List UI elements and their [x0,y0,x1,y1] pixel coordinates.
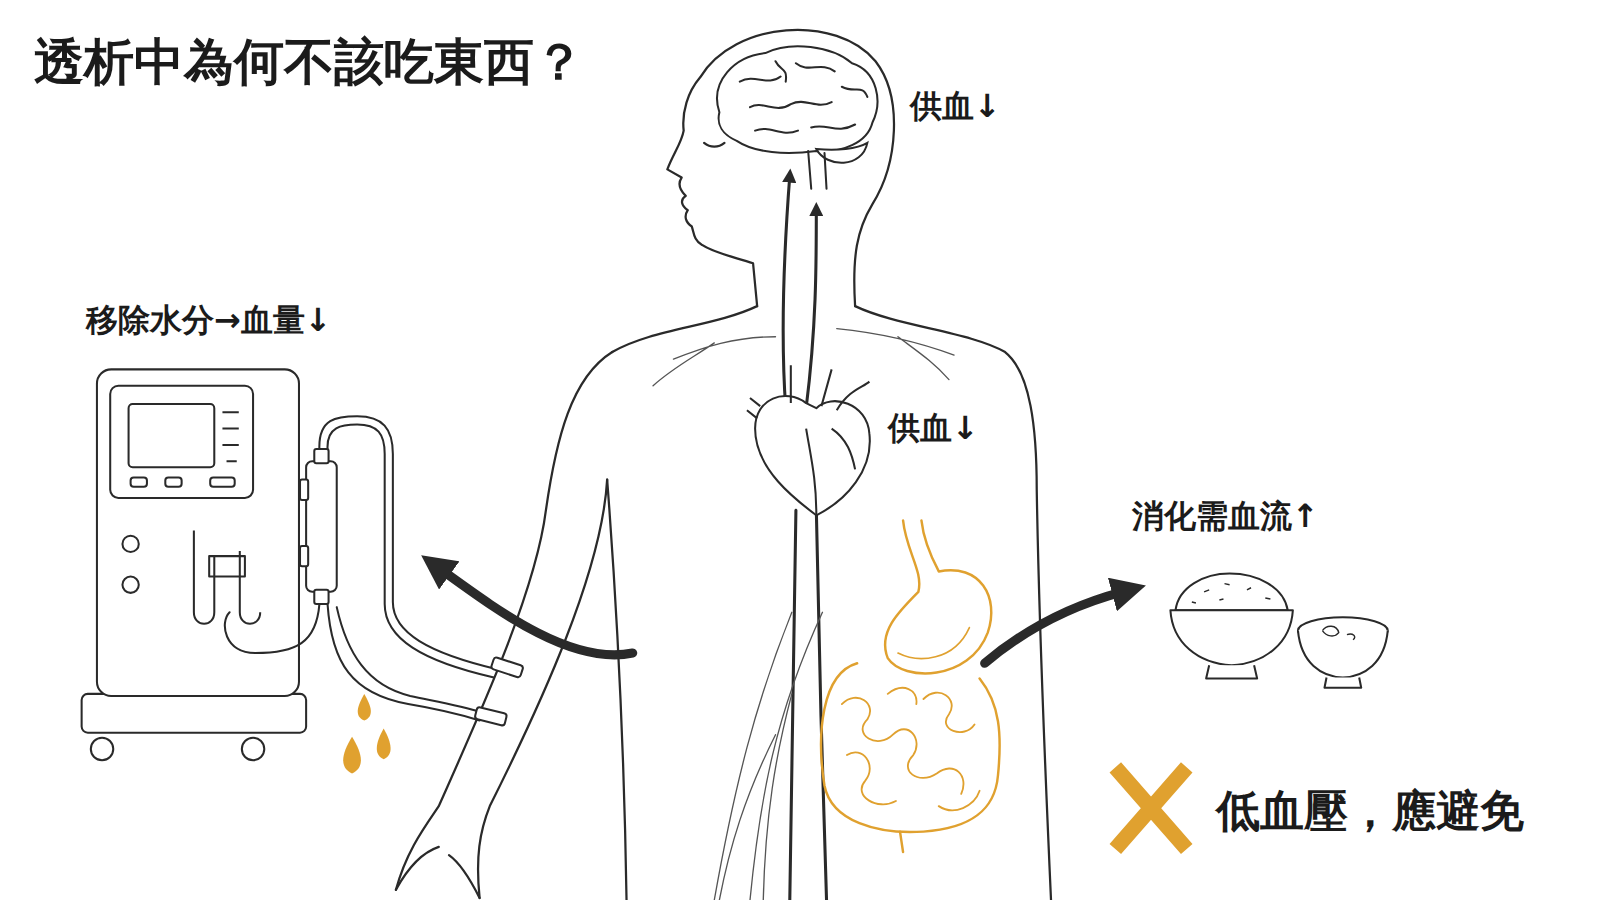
closed-eye [704,143,724,147]
stomach-inner [898,628,969,659]
brain-folds [740,61,868,133]
rice-bowl [1170,610,1292,665]
cross-mark [1115,767,1186,849]
needle-connector [491,657,524,678]
aorta [790,510,796,900]
water-drops [343,694,390,774]
water-removal-label: 移除水分→血量↓ [86,302,332,339]
food-bowls [1170,573,1387,687]
body-outline [396,30,1051,900]
arrow-to-food [985,592,1123,663]
dialysis-machine [82,369,337,760]
arm-outer [396,352,612,890]
brain-supply-label: 供血↓ [910,88,1001,125]
cerebrum [717,46,877,153]
left-shoulder [612,306,757,352]
head-profile [667,30,894,306]
rice [1176,573,1288,610]
artery-to-brain [806,209,816,408]
artery-to-brain [783,176,790,409]
brain [717,46,877,188]
vessels [783,176,826,900]
needle-connector [474,707,507,726]
torso-left [607,480,626,900]
heart [747,365,870,515]
arm-inner [478,480,607,898]
warning-label: 低血壓，應避免 [1216,786,1524,837]
flow-arrows [441,569,1123,663]
hand [396,847,480,898]
stomach [885,520,991,673]
heart-supply-label: 供血↓ [888,410,979,447]
rice-grains [1192,584,1271,603]
rectum [900,832,903,852]
blood-tubes [225,416,524,726]
intestine-loops [842,688,980,810]
diagram-title: 透析中為何不該吃東西？ [34,34,584,92]
brain-stem [808,151,826,189]
arrow-to-machine [441,569,633,654]
digestive-tract [821,520,1000,852]
digestion-label: 消化需血流↑ [1132,498,1319,535]
intestines [821,663,1000,832]
